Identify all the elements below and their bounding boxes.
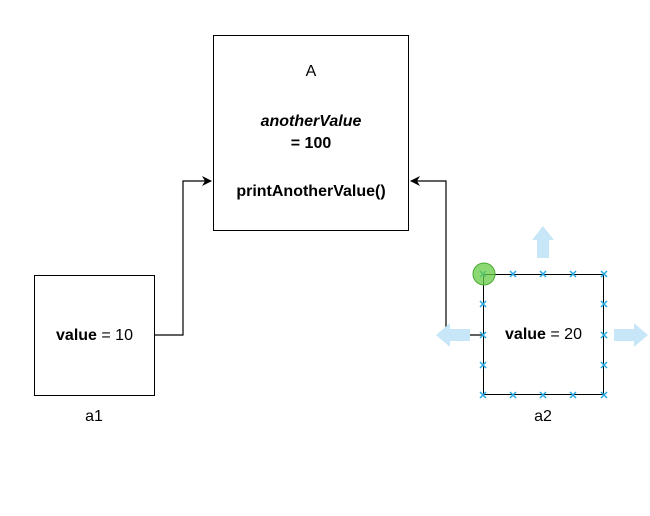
instance-box-a1[interactable]: value = 10	[34, 275, 155, 396]
field-rest: = 10	[96, 326, 133, 344]
instance-field: value = 20	[505, 326, 582, 344]
hover-arrow-up-icon[interactable]	[532, 226, 554, 258]
field-key: value	[56, 326, 97, 344]
field-value: = 100	[290, 135, 332, 152]
class-field: anotherValue = 100	[214, 111, 408, 155]
field-key: value	[505, 325, 546, 343]
class-box-a[interactable]: A anotherValue = 100 printAnotherValue()	[213, 35, 409, 231]
hover-arrow-right-icon[interactable]	[614, 323, 648, 347]
instance-field: value = 10	[56, 327, 133, 345]
instance-box-a2[interactable]: value = 20	[483, 274, 604, 395]
hover-arrow-left-icon[interactable]	[436, 323, 470, 347]
connector-a1-to-a[interactable]	[155, 176, 212, 336]
field-rest: = 20	[545, 325, 582, 343]
instance-label-a1: a1	[85, 408, 103, 425]
field-name: anotherValue	[260, 113, 362, 130]
class-method: printAnotherValue()	[236, 183, 386, 200]
connector-a2-to-a[interactable]	[410, 176, 483, 336]
hover-arrows[interactable]	[436, 226, 648, 347]
instance-label-a2: a2	[534, 408, 552, 425]
class-name: A	[305, 63, 317, 80]
